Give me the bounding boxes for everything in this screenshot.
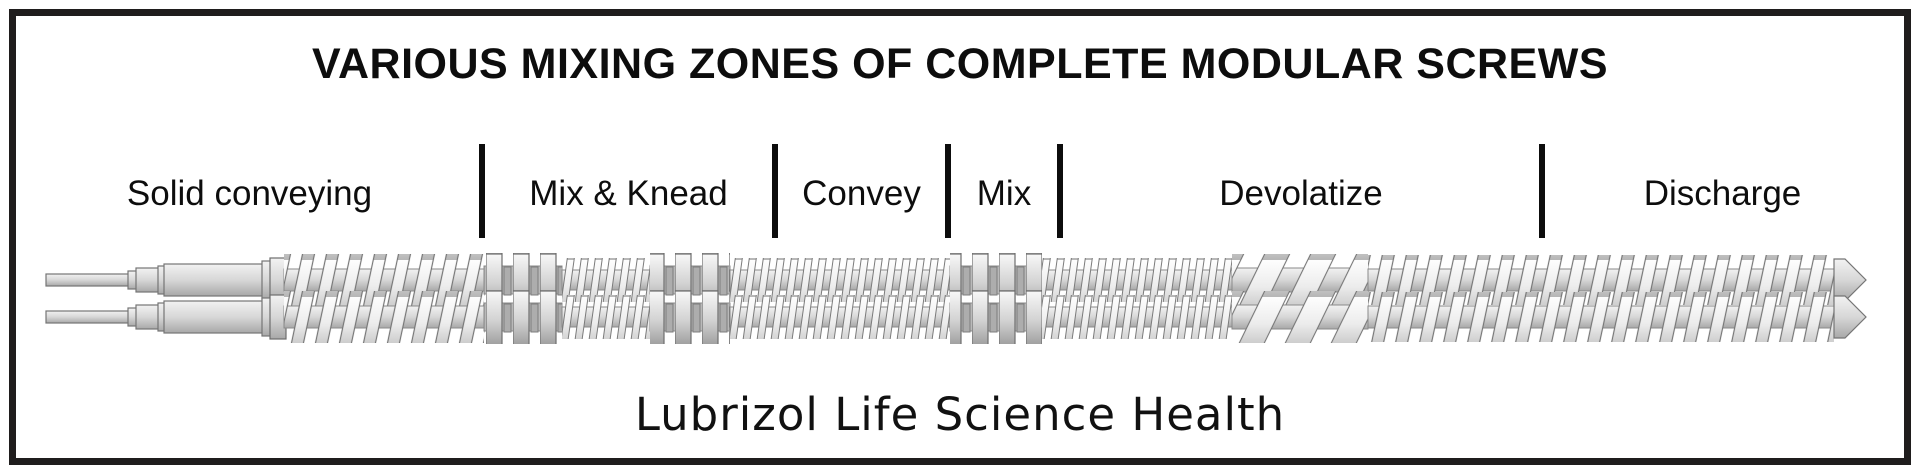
zone-label-mix: Mix bbox=[976, 174, 1032, 213]
zone-label-devolatize: Devolatize bbox=[1219, 174, 1383, 213]
diagram-border bbox=[9, 9, 1911, 465]
zone-label-mix-knead: Mix & Knead bbox=[529, 174, 728, 213]
footer-brand: Lubrizol Life Science Health bbox=[634, 388, 1286, 441]
zone-divider bbox=[1057, 144, 1063, 238]
zone-label-convey: Convey bbox=[802, 174, 921, 213]
zone-divider bbox=[1539, 144, 1545, 238]
twin-screw-illustration bbox=[45, 252, 1867, 345]
zone-divider bbox=[945, 144, 951, 238]
diagram-title: VARIOUS MIXING ZONES OF COMPLETE MODULAR… bbox=[311, 40, 1608, 88]
zone-label-discharge: Discharge bbox=[1643, 174, 1802, 213]
zone-label-solid-conveying: Solid conveying bbox=[126, 174, 373, 213]
zone-divider bbox=[479, 144, 485, 238]
zone-divider bbox=[772, 144, 778, 238]
